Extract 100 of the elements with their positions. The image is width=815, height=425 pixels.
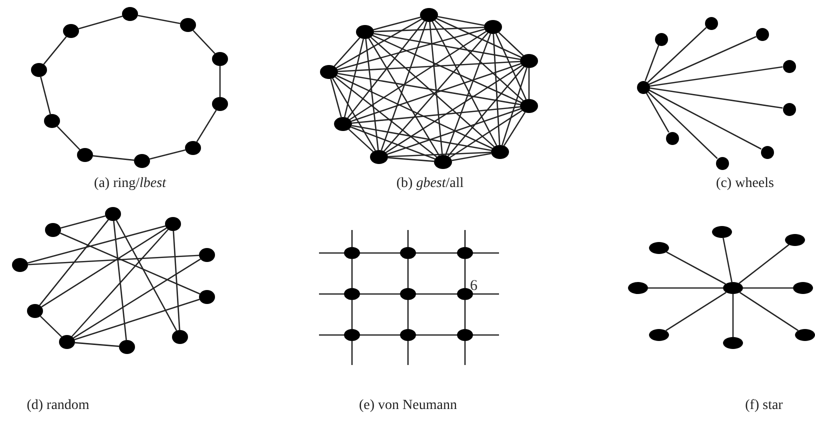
node-dot [712, 226, 732, 238]
caption: (d) random [26, 398, 90, 414]
grid-line [319, 252, 344, 254]
connecting-line [648, 287, 723, 289]
caption: (f) star [745, 398, 783, 414]
connecting-line [365, 38, 379, 150]
connecting-line [43, 36, 67, 65]
node-dot [723, 282, 743, 294]
connecting-line [150, 149, 186, 160]
connecting-line [429, 22, 443, 156]
connecting-line [347, 20, 425, 118]
connecting-line [60, 232, 200, 294]
connecting-line [464, 300, 466, 329]
node-dot [27, 304, 43, 318]
node-dot [628, 282, 648, 294]
node-dot [760, 146, 774, 158]
connecting-line [172, 230, 180, 330]
connecting-line [528, 68, 530, 99]
grid-line [407, 341, 409, 365]
connecting-line [350, 30, 486, 120]
connecting-line [338, 72, 520, 106]
grid-line [464, 341, 466, 365]
connecting-line [368, 38, 440, 156]
node-dot [795, 329, 815, 341]
connecting-line [39, 219, 109, 306]
connecting-line [219, 66, 221, 97]
connecting-line [196, 110, 217, 142]
node-dot [434, 155, 452, 169]
connecting-line [116, 220, 178, 332]
connecting-line [350, 126, 436, 160]
connecting-line [444, 33, 492, 156]
node-dot [199, 290, 215, 304]
connecting-line [351, 300, 353, 329]
connecting-line [384, 32, 488, 152]
connecting-line [352, 124, 492, 152]
node-dot [793, 282, 813, 294]
connecting-line [388, 152, 492, 158]
connecting-line [332, 78, 376, 151]
node-dot [320, 65, 338, 79]
grid-line [319, 334, 344, 336]
connecting-line [74, 298, 200, 340]
grid-line [473, 334, 499, 336]
connecting-line [360, 334, 400, 336]
connecting-line [41, 228, 167, 308]
node-dot [344, 329, 360, 341]
connecting-line [388, 157, 434, 162]
grid-line [319, 293, 344, 295]
connecting-line [348, 128, 374, 152]
connecting-line [78, 16, 123, 30]
connecting-line [495, 33, 527, 100]
connecting-line [644, 44, 660, 82]
connecting-line [666, 251, 726, 285]
connecting-line [56, 126, 80, 150]
node-dot [180, 18, 196, 32]
node-dot [723, 337, 743, 349]
node-dot [520, 54, 538, 68]
connecting-line [192, 30, 216, 54]
connecting-line [334, 76, 438, 158]
connecting-line [434, 20, 524, 102]
connecting-line [60, 215, 106, 229]
connecting-line [666, 292, 726, 332]
connecting-line [407, 300, 409, 329]
connecting-line [407, 259, 409, 288]
node-dot [785, 234, 805, 246]
connecting-line [738, 244, 790, 284]
connecting-line [336, 75, 493, 149]
node-dot [457, 247, 473, 259]
connecting-line [416, 293, 457, 295]
connecting-line [113, 220, 127, 340]
node-dot [119, 340, 135, 354]
connecting-line [498, 32, 524, 56]
connecting-line [438, 16, 484, 26]
connecting-line [648, 89, 762, 150]
connecting-line [450, 110, 522, 158]
connecting-line [452, 152, 492, 162]
caption: (a) ring/lbest [94, 176, 166, 192]
connecting-line [649, 87, 783, 109]
connecting-line [373, 16, 421, 30]
connecting-line [743, 287, 793, 289]
connecting-line [648, 36, 756, 85]
connecting-line [334, 37, 360, 67]
connecting-line [416, 334, 457, 336]
node-dot [212, 97, 228, 111]
connecting-line [502, 68, 528, 146]
connecting-line [649, 66, 783, 87]
connecting-line [374, 26, 484, 32]
connecting-line [138, 14, 180, 24]
node-dot [59, 335, 75, 349]
node-dot [344, 288, 360, 300]
connecting-line [352, 106, 520, 124]
connecting-line [372, 34, 522, 104]
connecting-line [647, 91, 718, 159]
node-dot [212, 52, 228, 66]
connecting-line [647, 27, 707, 83]
connecting-line [28, 254, 200, 266]
node-dot [31, 63, 47, 77]
node-dot [199, 248, 215, 262]
node-dot [400, 247, 416, 259]
node-dot [45, 223, 61, 237]
node-dot [457, 329, 473, 341]
